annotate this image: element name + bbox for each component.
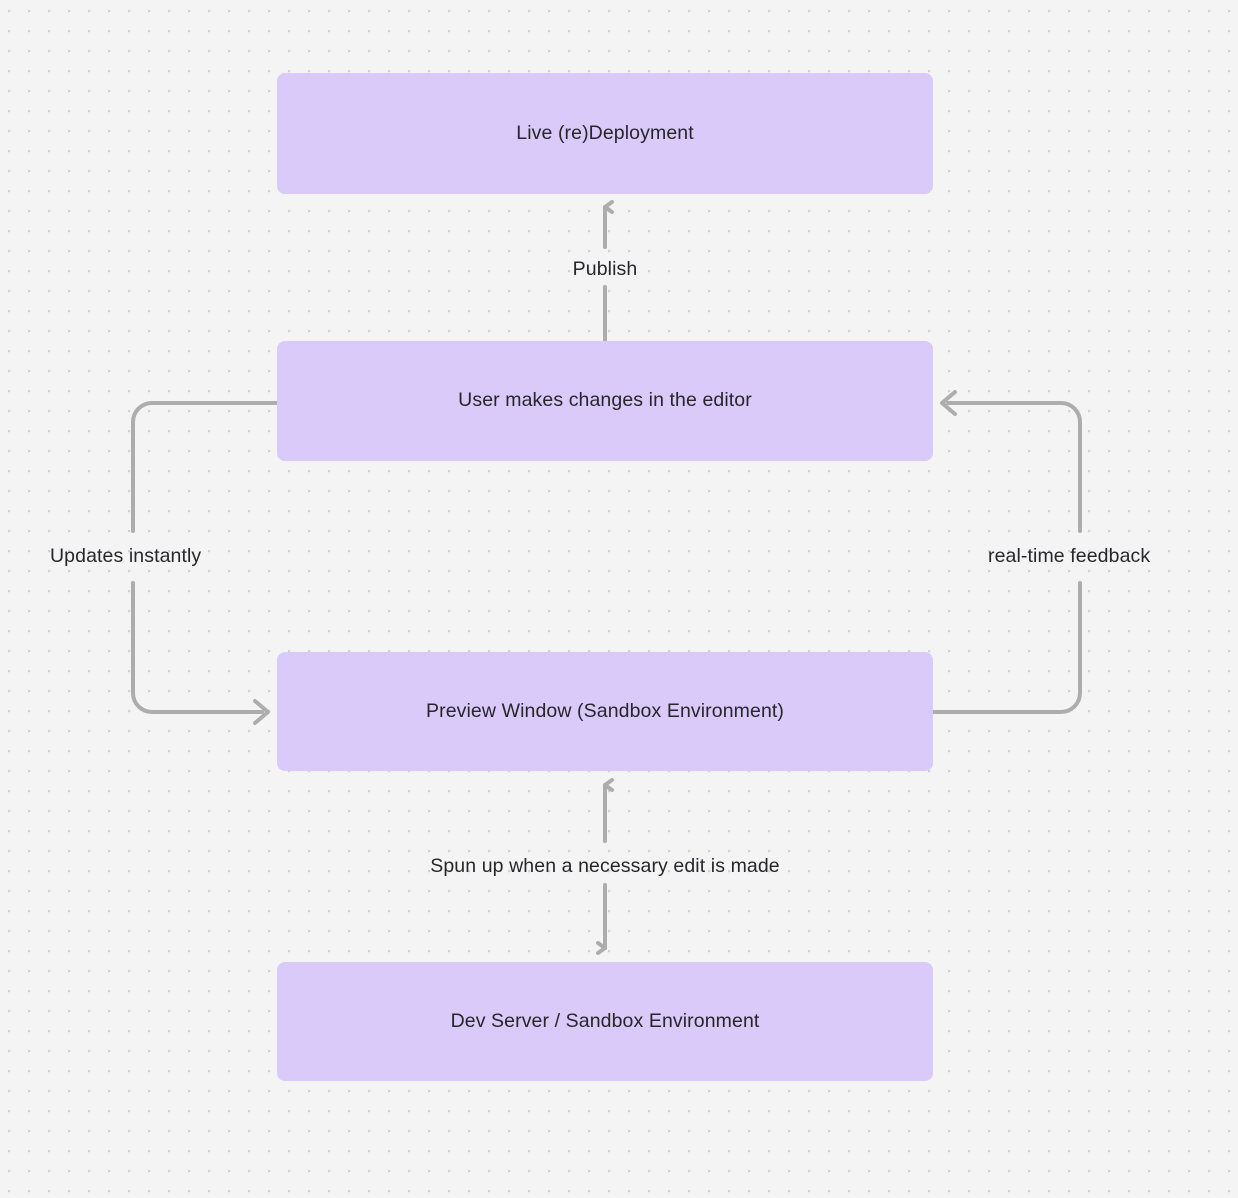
edge-label-spun-up: Spun up when a necessary edit is made — [430, 855, 780, 877]
node-user-edits-label: User makes changes in the editor — [458, 389, 752, 412]
node-user-edits[interactable]: User makes changes in the editor — [277, 341, 933, 461]
node-preview-window-label: Preview Window (Sandbox Environment) — [426, 699, 784, 722]
node-live-deployment[interactable]: Live (re)Deployment — [277, 73, 933, 194]
edge-label-real-time-feedback: real-time feedback — [988, 545, 1151, 567]
node-preview-window[interactable]: Preview Window (Sandbox Environment) — [277, 652, 933, 771]
edge-label-publish: Publish — [572, 258, 638, 280]
node-dev-server-label: Dev Server / Sandbox Environment — [450, 1009, 760, 1032]
edge-label-updates-instantly: Updates instantly — [50, 545, 202, 567]
node-dev-server[interactable]: Dev Server / Sandbox Environment — [277, 962, 933, 1081]
node-live-deployment-label: Live (re)Deployment — [516, 121, 694, 144]
